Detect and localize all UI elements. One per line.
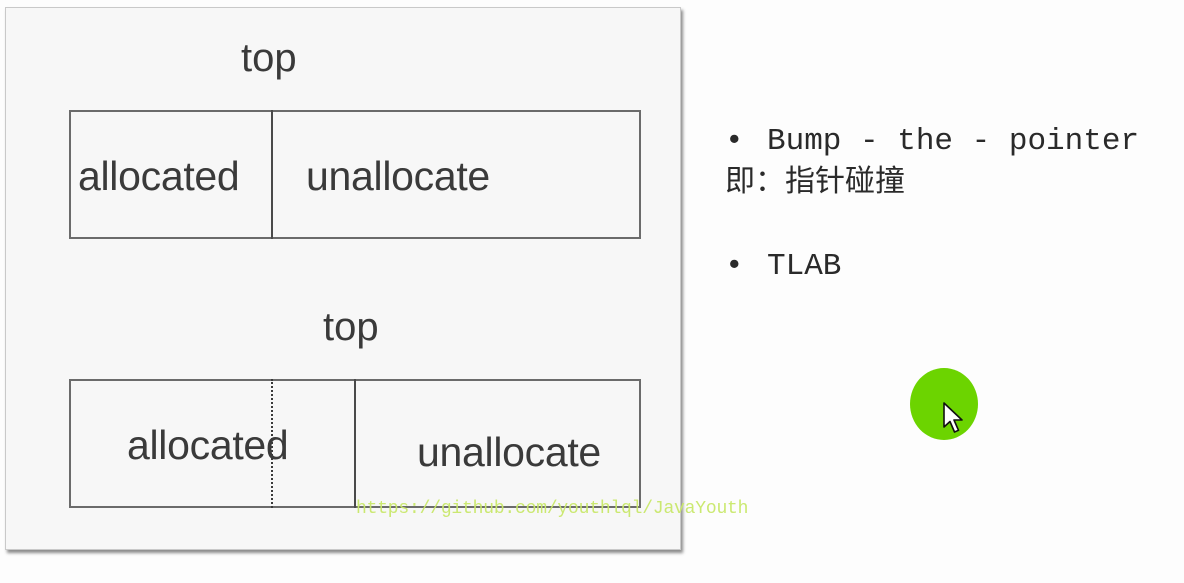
allocated-label-1: allocated	[78, 153, 240, 199]
bullet-2: •	[725, 249, 744, 284]
unallocated-label-1: unallocate	[306, 153, 490, 199]
pointer-divider-1	[271, 110, 273, 239]
mouse-pointer-icon	[943, 402, 963, 433]
allocated-label-2: allocated	[127, 422, 289, 468]
top-label-1: top	[241, 36, 297, 80]
note-bump-the-pointer: Bump - the - pointer	[767, 124, 1140, 159]
bullet-1: •	[725, 124, 744, 159]
diagram-card: top allocated unallocate top allocated u…	[5, 7, 681, 550]
note-tlab: TLAB	[767, 249, 842, 284]
watermark-url: https://github.com/youthlql/JavaYouth	[356, 499, 749, 519]
pointer-divider-2	[354, 379, 356, 508]
top-label-2: top	[323, 305, 379, 349]
previous-pointer-divider	[271, 379, 273, 508]
memory-box-1	[69, 110, 641, 239]
note-bump-pointer-translation: 即：指针碰撞	[725, 164, 905, 199]
unallocated-label-2: unallocate	[417, 429, 601, 475]
